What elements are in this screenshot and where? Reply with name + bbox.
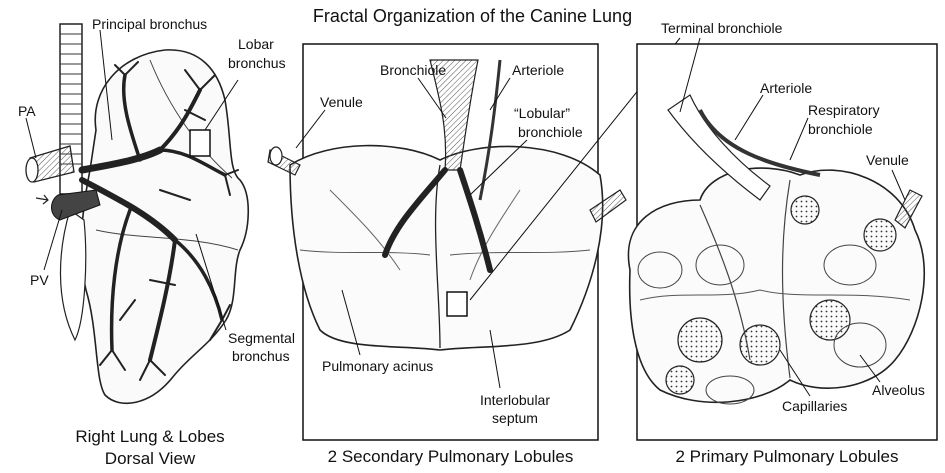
label-lobar-bronchus-line2: bronchus — [228, 55, 286, 71]
label-pa: PA — [18, 103, 36, 119]
secondary-leader-lines — [295, 37, 681, 389]
label-arteriole-secondary: Arteriole — [512, 62, 565, 78]
label-lobular-bronchiole-line1: “Lobular” — [514, 105, 571, 121]
primary-leader-lines — [679, 37, 906, 397]
lung-leader-lines — [25, 29, 239, 331]
label-arteriole-primary: Arteriole — [760, 80, 813, 96]
caption-lung-line2: Dorsal View — [104, 449, 196, 468]
label-interlobular-septum-line2: septum — [492, 410, 538, 426]
label-venule-secondary: Venule — [320, 94, 363, 110]
label-principal-bronchus: Principal bronchus — [92, 16, 208, 32]
label-venule-primary: Venule — [866, 152, 909, 168]
primary-lobule-drawing — [627, 94, 926, 405]
label-segmental-bronchus-line2: bronchus — [232, 348, 290, 364]
label-segmental-bronchus-line1: Segmental — [228, 330, 295, 346]
label-alveolus: Alveolus — [872, 382, 925, 398]
label-capillaries: Capillaries — [782, 398, 848, 414]
secondary-lobule-drawing — [267, 59, 627, 351]
label-terminal-bronchiole: Terminal bronchiole — [661, 20, 783, 36]
label-pv: PV — [30, 272, 49, 288]
caption-primary-lobules: 2 Primary Pulmonary Lobules — [675, 447, 899, 466]
label-lobular-bronchiole-line2: bronchiole — [518, 124, 583, 140]
caption-secondary-lobules: 2 Secondary Pulmonary Lobules — [327, 447, 574, 466]
label-lobar-bronchus-line1: Lobar — [238, 36, 274, 52]
label-respiratory-bronchiole-line2: bronchiole — [808, 121, 873, 137]
label-pulmonary-acinus: Pulmonary acinus — [322, 358, 434, 374]
label-interlobular-septum-line1: Interlobular — [479, 392, 551, 408]
caption-lung-line1: Right Lung & Lobes — [75, 427, 225, 446]
right-lung-drawing — [25, 23, 250, 405]
label-respiratory-bronchiole-line1: Respiratory — [808, 102, 880, 118]
label-bronchiole: Bronchiole — [380, 62, 447, 78]
figure-title: Fractal Organization of the Canine Lung — [312, 6, 633, 26]
